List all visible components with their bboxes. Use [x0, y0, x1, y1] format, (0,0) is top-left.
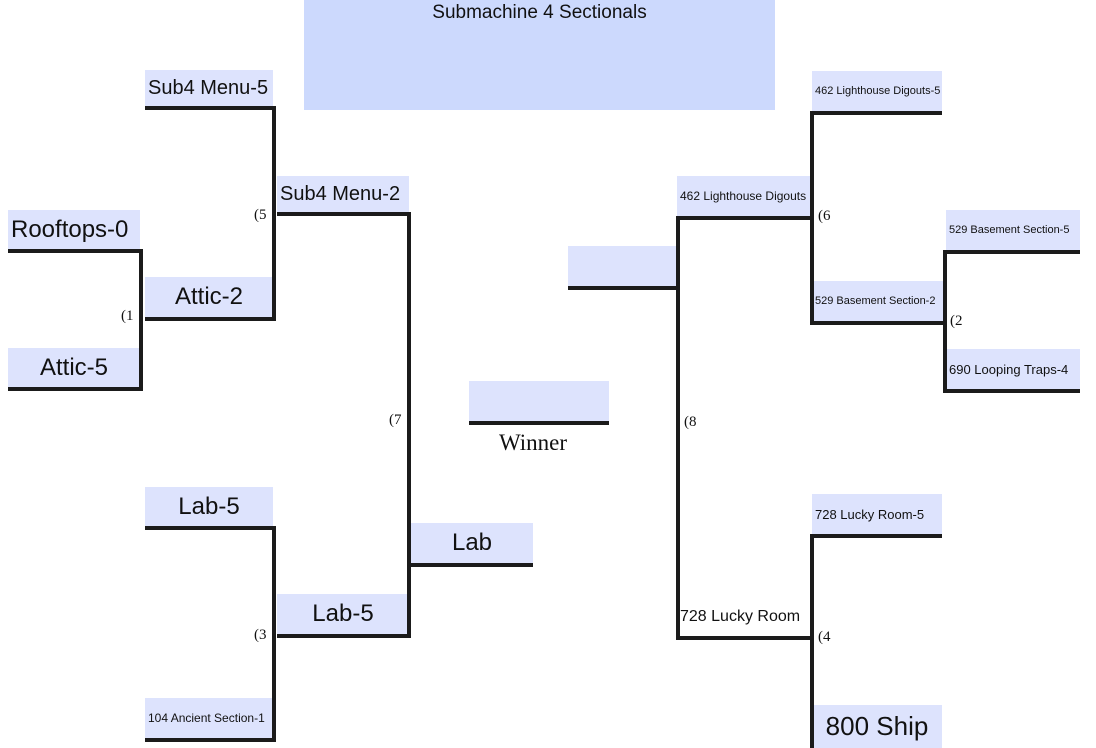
right-r1-slot-basement-section-2: 529 Basement Section-2 — [812, 281, 944, 325]
left-r1-slot-ancient-section: 104 Ancient Section-1 — [145, 698, 273, 742]
left-m3-seed: (3 — [254, 627, 267, 643]
right-m6-connector — [810, 111, 814, 325]
left-r2-slot-sub4-menu-2: Sub4 Menu-2 — [277, 176, 409, 216]
right-m4-connector — [810, 534, 814, 748]
right-m6-seed: (6 — [818, 208, 831, 224]
right-m4-seed: (4 — [818, 629, 831, 645]
left-r3-slot-lab: Lab — [411, 523, 533, 567]
winner-label: Winner — [499, 430, 568, 455]
right-r2-slot-lucky-room: 728 Lucky Room — [677, 598, 810, 640]
left-r1-slot-rooftops: Rooftops-0 — [8, 210, 140, 253]
left-r1-slot-sub4-menu-5: Sub4 Menu-5 — [145, 70, 273, 110]
right-r1-slot-lucky-room-5: 728 Lucky Room-5 — [812, 494, 942, 538]
left-r1-slot-attic-2: Attic-2 — [145, 277, 273, 321]
right-r3-slot — [568, 246, 676, 290]
left-m5-connector — [272, 106, 276, 321]
left-r1-slot-attic-5: Attic-5 — [8, 348, 140, 391]
right-m2-connector — [943, 250, 947, 393]
right-m8-seed: (8 — [684, 414, 697, 430]
left-r1-slot-lab-5: Lab-5 — [145, 487, 273, 530]
right-m2-seed: (2 — [950, 313, 963, 329]
right-m8-connector — [676, 216, 680, 640]
left-m1-connector — [139, 249, 143, 391]
left-m1-seed: (1 — [121, 308, 134, 324]
left-r2-slot-lab-5: Lab-5 — [277, 594, 409, 638]
bracket-title-box: Submachine 4 Sectionals — [304, 0, 775, 110]
right-r1-slot-basement-section-5: 529 Basement Section-5 — [946, 210, 1080, 254]
left-m7-seed: (7 — [389, 412, 402, 428]
right-r1-slot-lighthouse-digouts-5: 462 Lighthouse Digouts-5 — [812, 71, 942, 115]
left-m5-seed: (5 — [254, 207, 267, 223]
left-m3-connector — [272, 526, 276, 742]
right-r1-slot-ship: 800 Ship — [812, 705, 942, 748]
right-r1-slot-looping-traps: 690 Looping Traps-4 — [946, 349, 1080, 393]
bracket-title: Submachine 4 Sectionals — [432, 2, 647, 23]
winner-slot — [469, 381, 609, 425]
left-m7-connector — [407, 212, 411, 638]
right-r2-slot-lighthouse-digouts: 462 Lighthouse Digouts — [677, 176, 810, 220]
